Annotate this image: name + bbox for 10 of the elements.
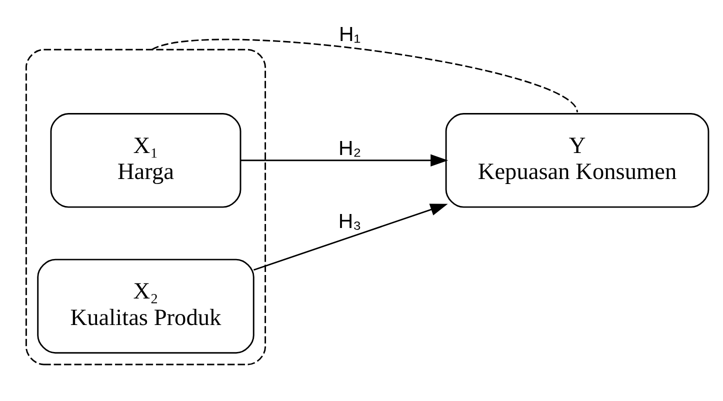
edge-label: H₁ bbox=[339, 24, 361, 46]
edge-label: H₃ bbox=[338, 210, 362, 233]
arrow bbox=[253, 204, 448, 271]
connector bbox=[152, 38, 578, 113]
arrow bbox=[240, 154, 448, 167]
node-box: X₂ Kualitas Produk bbox=[37, 258, 254, 354]
edge-label: H₂ bbox=[338, 138, 362, 160]
cluster bbox=[25, 48, 266, 366]
node-box: X₁ Harga bbox=[50, 113, 242, 208]
node-box: Y Kepuasan Konsumen bbox=[445, 113, 710, 208]
